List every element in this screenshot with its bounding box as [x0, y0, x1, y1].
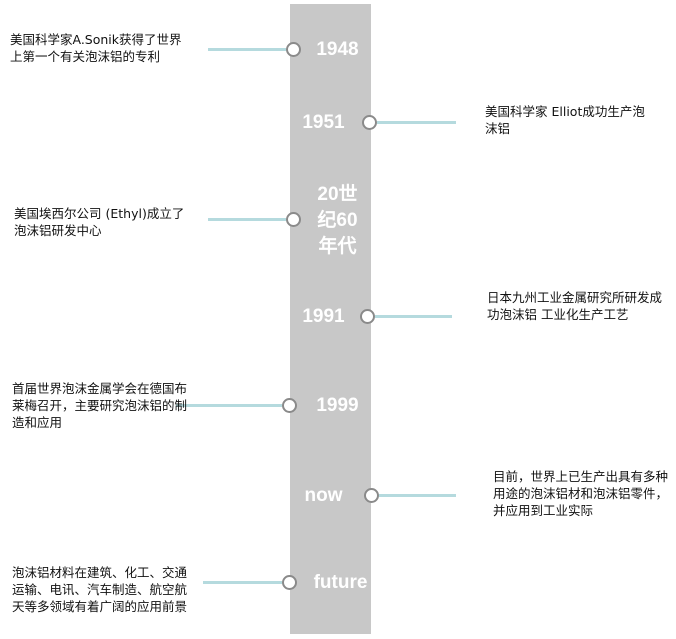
connector-1960s — [208, 218, 286, 221]
event-desc-1991: 日本九州工业金属研究所研发成功泡沫铝 工业化生产工艺 — [487, 290, 663, 322]
year-label-1951: 1951 — [302, 112, 345, 133]
timeline-dot-1991 — [360, 309, 375, 324]
connector-1948 — [208, 48, 286, 51]
timeline-dot-1948 — [286, 42, 301, 57]
timeline-dot-1951 — [362, 115, 377, 130]
connector-1999 — [176, 404, 282, 407]
event-desc-1960s: 美国埃西尔公司 (Ethyl)成立了泡沫铝研发中心 — [14, 206, 185, 238]
timeline-dot-future — [282, 575, 297, 590]
connector-1951 — [377, 121, 456, 124]
year-label-now: now — [304, 485, 343, 506]
year-label-1948: 1948 — [316, 39, 359, 60]
connector-now — [379, 494, 456, 497]
connector-1991 — [375, 315, 452, 318]
year-label-1991: 1991 — [302, 306, 345, 327]
timeline-dot-now — [364, 488, 379, 503]
event-desc-1948: 美国科学家A.Sonik获得了世界上第一个有关泡沫铝的专利 — [10, 32, 182, 64]
year-label-1999: 1999 — [316, 395, 359, 416]
event-desc-future: 泡沫铝材料在建筑、化工、交通运输、电讯、汽车制造、航空航天等多领域有着广阔的应用… — [12, 565, 188, 614]
timeline-dot-1960s — [286, 212, 301, 227]
event-desc-now: 目前，世界上已生产出具有多种用途的泡沫铝材和泡沫铝零件，并应用到工业实际 — [493, 469, 669, 518]
timeline-spine — [290, 4, 371, 634]
timeline-dot-1999 — [282, 398, 297, 413]
connector-future — [203, 581, 282, 584]
event-desc-1951: 美国科学家 Elliot成功生产泡沫铝 — [485, 104, 645, 136]
year-label-1960s: 20世纪60年代 — [317, 184, 358, 257]
event-desc-1999: 首届世界泡沫金属学会在德国布莱梅召开，主要研究泡沫铝的制造和应用 — [12, 381, 188, 430]
year-label-future: future — [313, 572, 368, 593]
